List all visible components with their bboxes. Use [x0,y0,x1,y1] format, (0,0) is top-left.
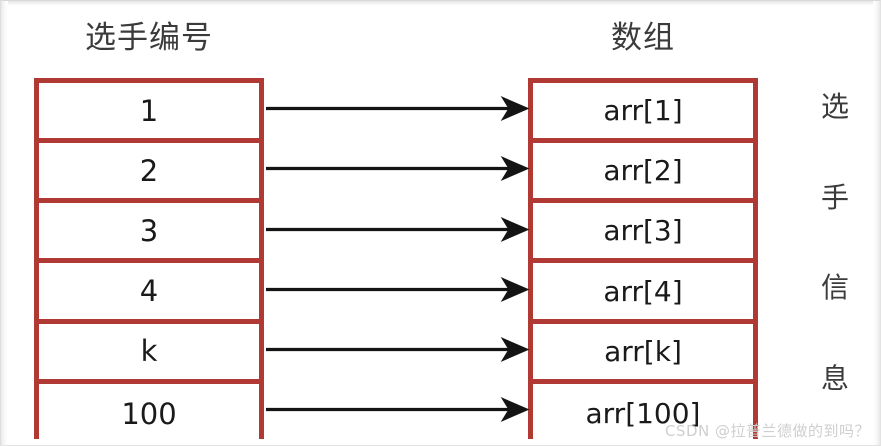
table-row: k [39,323,259,384]
page-edge-shade-left [1,1,8,445]
left-column-title: 选手编号 [85,20,213,56]
right-column-title: 数组 [611,20,675,56]
page-edge-shade-right [873,1,880,445]
table-row: arr[k] [533,323,753,384]
table-row: 100 [39,383,259,444]
table-row: 1 [39,83,259,144]
table-row: arr[2] [533,143,753,204]
array-table: arr[1] arr[2] arr[3] arr[4] arr[k] arr[1… [528,78,758,444]
table-row: arr[3] [533,203,753,264]
player-number-table: 1 2 3 4 k 100 [34,78,264,444]
side-label-char: 息 [820,361,849,395]
page-edge-shade-top [1,1,880,6]
table-row: 4 [39,263,259,324]
table-row: arr[100] [533,383,753,444]
side-label-char: 信 [820,271,849,305]
table-row: 3 [39,203,259,264]
table-row: arr[1] [533,83,753,144]
watermark-text: CSDN @拉普兰德做的到吗？ [664,422,870,440]
side-label-char: 手 [820,180,849,214]
side-label-char: 选 [820,90,849,123]
table-row: 2 [39,143,259,204]
side-vertical-label: 选 手 信 息 [813,93,857,393]
table-row: arr[4] [533,263,753,324]
